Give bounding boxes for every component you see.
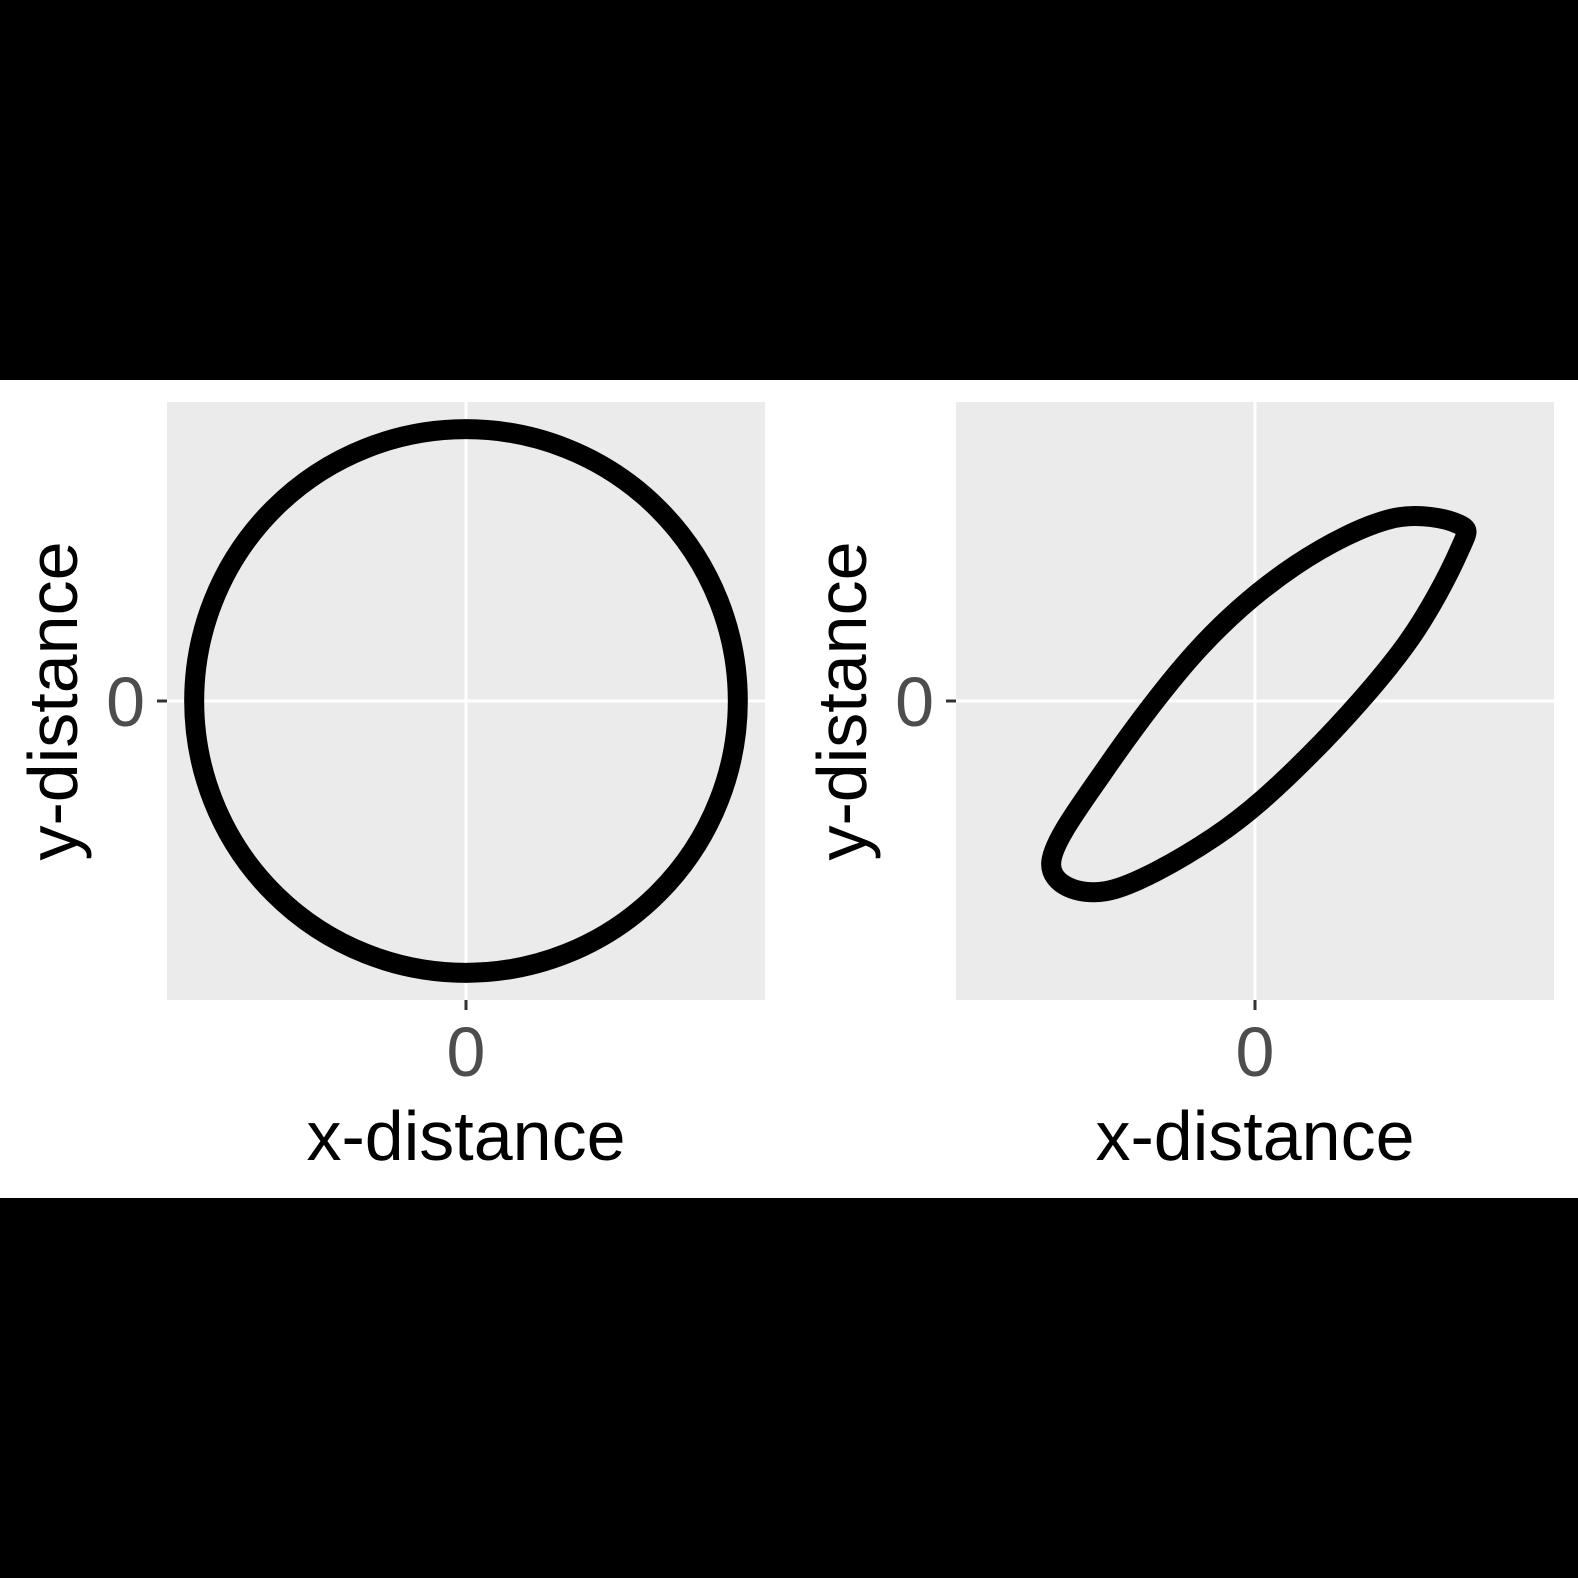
- y-axis-title: y-distance: [803, 541, 881, 860]
- x-tick-label-0: 0: [447, 1013, 486, 1091]
- chart-svg: 00x-distancey-distance00x-distancey-dist…: [14, 402, 1554, 1175]
- y-tick-label-0: 0: [106, 663, 145, 741]
- series-path: [1041, 506, 1477, 903]
- x-axis-title: x-distance: [306, 1097, 625, 1175]
- x-axis-title: x-distance: [1095, 1097, 1414, 1175]
- x-tick-label-0: 0: [1236, 1013, 1275, 1091]
- y-tick-label-0: 0: [895, 663, 934, 741]
- series-path: [184, 419, 748, 983]
- y-axis-title: y-distance: [14, 541, 92, 860]
